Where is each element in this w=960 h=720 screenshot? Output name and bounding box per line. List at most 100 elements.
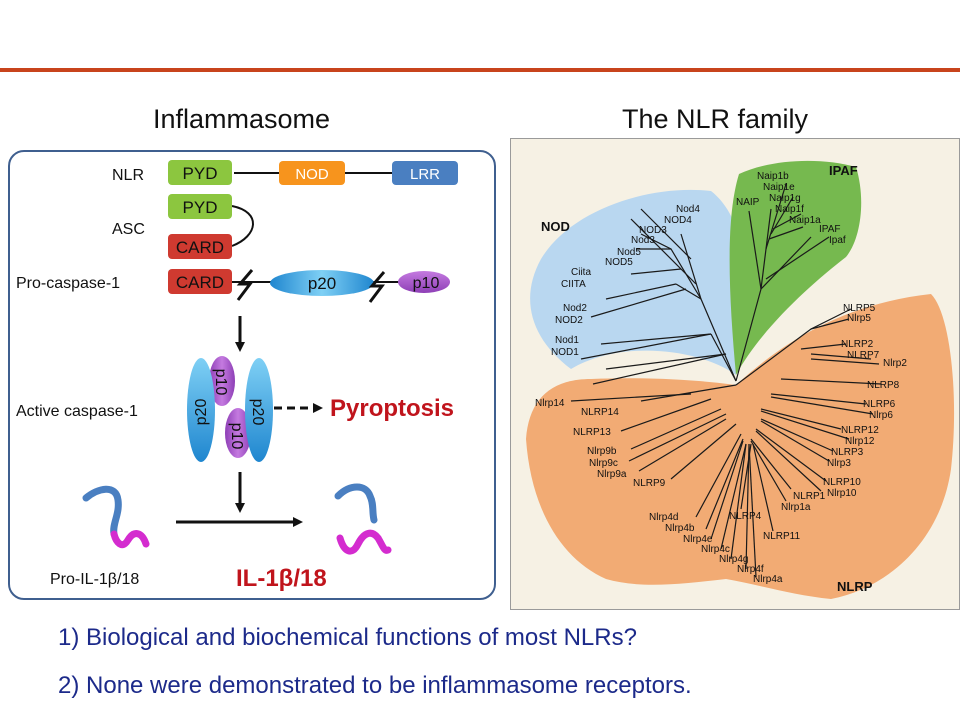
tree-leaf: Nlrp10 bbox=[827, 488, 857, 499]
procaspase-p20-subunit bbox=[270, 270, 374, 296]
pro-il-mature-shape bbox=[110, 530, 150, 549]
tree-leaf: NLRP3 bbox=[831, 447, 864, 458]
tree-leaf: Nlrp1a bbox=[781, 502, 811, 513]
ipaf-clade-label: IPAF bbox=[829, 163, 858, 178]
active-p20-left-label: p20 bbox=[193, 399, 210, 426]
tree-leaf: Nlrp4f bbox=[737, 564, 764, 575]
procaspase-card-label: CARD bbox=[176, 273, 224, 292]
active-p20-right-label: p20 bbox=[249, 399, 266, 426]
nlr-label: NLR bbox=[112, 167, 144, 184]
tree-leaf: Nlrp9a bbox=[597, 469, 627, 480]
cleavage-site-icon bbox=[236, 269, 254, 301]
nlr-phylogenetic-tree: NOD IPAF NLRP Nod4 NOD4 NOD3 Nod3 Nod5 N… bbox=[526, 160, 955, 599]
tree-leaf: Nod2 bbox=[563, 303, 587, 314]
tree-leaf: Ciita bbox=[571, 267, 591, 278]
tree-leaf: Naip1f bbox=[775, 204, 804, 215]
tree-leaf: Nod5 bbox=[617, 247, 641, 258]
nlr-pyd-label: PYD bbox=[183, 164, 218, 183]
tree-leaf: NOD5 bbox=[605, 257, 633, 268]
active-p10-subunit-bottom bbox=[225, 408, 251, 458]
inflammasome-diagram: NLR PYD NOD LRR ASC PYD CARD Pro-caspase… bbox=[16, 160, 458, 592]
header-rule bbox=[0, 68, 960, 72]
tree-leaf: Nlrp6 bbox=[869, 410, 893, 421]
nlrp-clade-label: NLRP bbox=[837, 579, 873, 594]
procaspase-label: Pro-caspase-1 bbox=[16, 275, 120, 292]
tree-leaf: Naip1g bbox=[769, 193, 801, 204]
nod-clade-region bbox=[530, 189, 746, 375]
tree-leaf: NLRP6 bbox=[863, 399, 896, 410]
tree-leaf: Nod3 bbox=[631, 235, 655, 246]
tree-leaf: NLRP14 bbox=[581, 407, 619, 418]
tree-leaf: NLRP9 bbox=[633, 478, 666, 489]
active-p10-top-label: p10 bbox=[212, 369, 229, 396]
tree-leaf: NOD2 bbox=[555, 315, 583, 326]
tree-leaf: Nlrp2 bbox=[883, 358, 907, 369]
tree-leaf: NOD3 bbox=[639, 225, 667, 236]
tree-leaf: Nlrp4e bbox=[683, 534, 713, 545]
tree-leaf: Nlrp9b bbox=[587, 446, 617, 457]
nod-clade-label: NOD bbox=[541, 219, 570, 234]
tree-leaf: IPAF bbox=[819, 224, 840, 235]
il-mature-fragment bbox=[336, 529, 392, 555]
tree-leaf: Naip1b bbox=[757, 171, 789, 182]
tree-leaf: Nlrp9c bbox=[589, 458, 618, 469]
active-p20-subunit-left bbox=[187, 358, 215, 462]
tree-leaf: NLRP1 bbox=[793, 491, 826, 502]
il-prodomain-fragment bbox=[334, 483, 378, 524]
inflammasome-panel bbox=[8, 150, 496, 600]
tree-leaf: NLRP2 bbox=[841, 339, 874, 350]
active-p20-subunit-right bbox=[245, 358, 273, 462]
cleavage-site-icon bbox=[368, 271, 386, 303]
nlr-family-title: The NLR family bbox=[622, 104, 809, 134]
asc-pyd-label: PYD bbox=[183, 198, 218, 217]
tree-leaf: NLRP12 bbox=[841, 425, 879, 436]
tree-leaf: NAIP bbox=[736, 197, 760, 208]
tree-branches bbox=[570, 183, 882, 578]
procaspase-p10-label: p10 bbox=[413, 275, 440, 292]
tree-leaf: NOD1 bbox=[551, 347, 579, 358]
tree-leaf: NLRP8 bbox=[867, 380, 900, 391]
tree-leaf: Naip1e bbox=[763, 182, 795, 193]
tree-leaf: Nlrp12 bbox=[845, 436, 875, 447]
tree-leaf: NLRP11 bbox=[763, 531, 800, 542]
procaspase-p10-subunit bbox=[398, 271, 450, 293]
active-p10-bottom-label: p10 bbox=[228, 423, 245, 450]
il-label: IL-1β/18 bbox=[236, 565, 327, 592]
pyroptosis-label: Pyroptosis bbox=[330, 395, 454, 422]
tree-leaf: Nlrp4b bbox=[665, 523, 695, 534]
tree-leaf: Nlrp5 bbox=[847, 313, 871, 324]
asc-label: ASC bbox=[112, 221, 145, 238]
nlr-pyd-domain bbox=[168, 160, 232, 185]
asc-card-domain bbox=[168, 234, 232, 259]
pro-il-label: Pro-IL-1β/18 bbox=[50, 571, 139, 588]
pro-il-prodomain-shape bbox=[82, 485, 122, 538]
lrr-domain-label: LRR bbox=[410, 166, 440, 183]
active-p10-subunit-top bbox=[209, 356, 235, 406]
tree-leaf: NLRP7 bbox=[847, 350, 880, 361]
tree-leaf: Nlrp14 bbox=[535, 398, 565, 409]
tree-leaf: NLRP10 bbox=[823, 477, 861, 488]
lrr-domain bbox=[392, 161, 458, 185]
procaspase-p20-label: p20 bbox=[308, 274, 336, 293]
nod-domain-label: NOD bbox=[295, 166, 329, 183]
ipaf-clade-region bbox=[729, 160, 862, 375]
tree-leaf: NLRP4 bbox=[729, 511, 762, 522]
tree-leaf: Nod1 bbox=[555, 335, 579, 346]
tree-leaf: Nlrp3 bbox=[827, 458, 851, 469]
tree-leaf: Nlrp4g bbox=[719, 554, 748, 565]
nlr-tree-panel: NOD IPAF NLRP Nod4 NOD4 NOD3 Nod3 Nod5 N… bbox=[510, 138, 960, 610]
inflammasome-title: Inflammasome bbox=[153, 104, 331, 134]
tree-leaf: NLRP13 bbox=[573, 427, 611, 438]
tree-leaf: NLRP5 bbox=[843, 303, 876, 314]
tree-leaf: Naip1a bbox=[789, 215, 821, 226]
asc-pyd-domain bbox=[168, 194, 232, 219]
question-1: 1) Biological and biochemical functions … bbox=[58, 624, 637, 651]
active-caspase-label: Active caspase-1 bbox=[16, 403, 138, 420]
nod-domain bbox=[279, 161, 345, 185]
asc-card-label: CARD bbox=[176, 238, 224, 257]
tree-leaf: Nod4 bbox=[676, 204, 700, 215]
tree-leaf: NOD4 bbox=[664, 215, 692, 226]
tree-leaf: Nlrp4c bbox=[701, 544, 730, 555]
procaspase-card-domain bbox=[168, 269, 232, 294]
tree-leaf: Nlrp4d bbox=[649, 512, 678, 523]
